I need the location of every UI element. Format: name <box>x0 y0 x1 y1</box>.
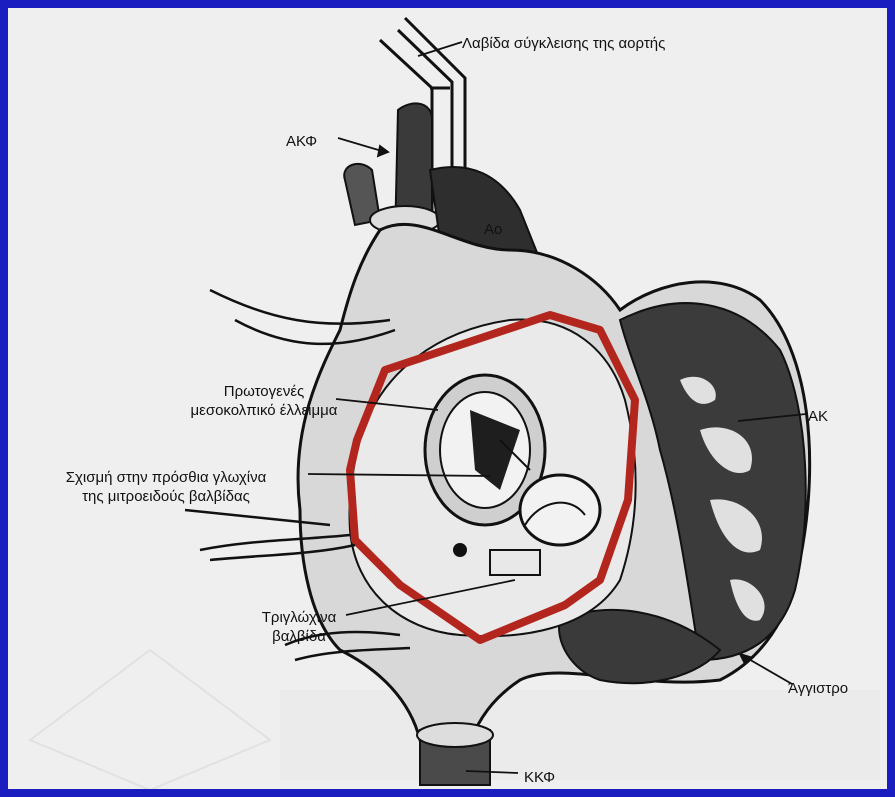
ivc-drawing <box>417 723 493 785</box>
svc-label: ΑΚΦ <box>286 132 317 151</box>
tricuspid-valve-label: Τριγλώχινα βαλβίδα <box>243 608 355 646</box>
mitral-cleft-label-line2: της μιτροειδούς βαλβίδας <box>16 487 316 506</box>
hook-label: Άγγιστρο <box>788 679 848 698</box>
svc-drawing <box>344 103 440 240</box>
primum-defect-label: Πρωτογενές μεσοκολπικό έλλειμμα <box>180 382 348 420</box>
mitral-cleft-label: Σχισμή στην πρόσθια γλωχίνα της μιτροειδ… <box>16 468 316 506</box>
figure-frame: Λαβίδα σύγκλεισης της αορτής ΑΚΦ Ao ΑΚ Π… <box>8 8 887 789</box>
clamp-label: Λαβίδα σύγκλεισης της αορτής <box>462 34 665 53</box>
mitral-cleft-label-line1: Σχισμή στην πρόσθια γλωχίνα <box>16 468 316 487</box>
tricuspid-valve-label-line1: Τριγλώχινα <box>243 608 355 627</box>
primum-defect-label-line1: Πρωτογενές <box>180 382 348 401</box>
heart-illustration <box>8 8 887 789</box>
primum-defect-label-line2: μεσοκολπικό έλλειμμα <box>180 401 348 420</box>
right-atrium-label: ΑΚ <box>808 407 828 426</box>
tricuspid-valve-label-line2: βαλβίδα <box>243 627 355 646</box>
aorta-label: Ao <box>484 220 502 239</box>
ivc-label: ΚΚΦ <box>524 768 555 787</box>
